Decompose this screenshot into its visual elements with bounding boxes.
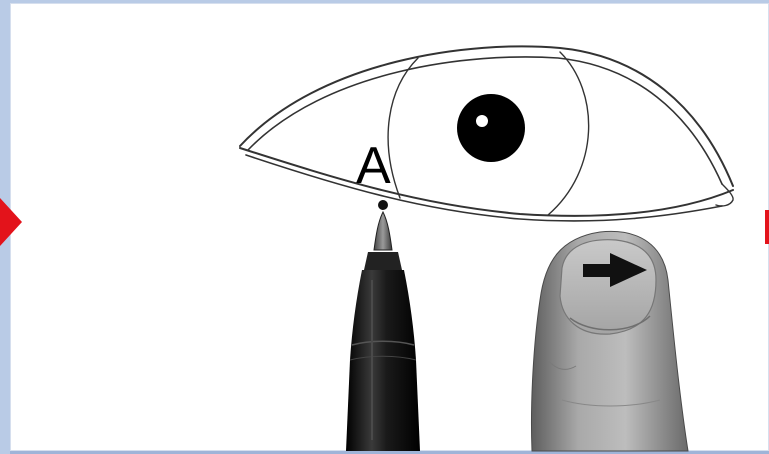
pupil — [457, 94, 525, 162]
red-pointer-arrow-icon — [0, 198, 22, 246]
red-edge-mark — [765, 210, 769, 244]
point-a-dot — [378, 200, 388, 210]
pupil-highlight — [476, 115, 488, 127]
pen — [346, 212, 420, 451]
point-a-label: A — [356, 140, 391, 192]
